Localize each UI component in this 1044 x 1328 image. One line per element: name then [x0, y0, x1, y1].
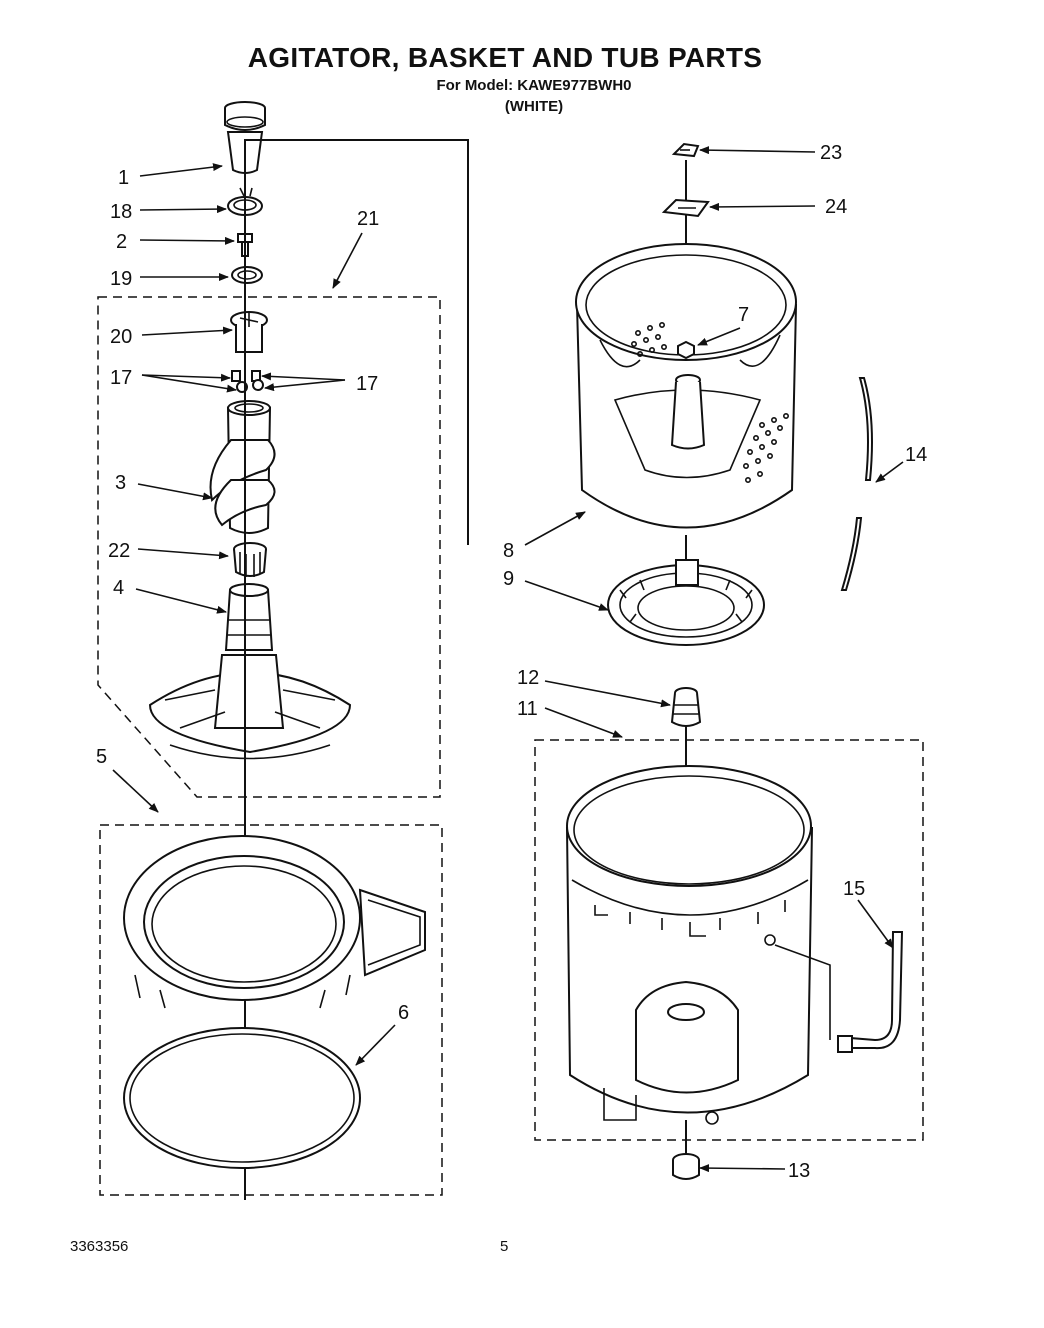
tub-ring-boundary [99, 824, 443, 1196]
part-11-outer-tub[interactable] [565, 765, 814, 1125]
callout-17-right: 17 [356, 373, 378, 395]
callout-1: 1 [118, 167, 129, 189]
callout-4: 4 [113, 577, 124, 599]
part-19-washer[interactable] [231, 266, 263, 284]
page-title: AGITATOR, BASKET AND TUB PARTS [247, 42, 763, 73]
right-callouts: 23 24 7 14 8 9 12 11 15 13 [503, 142, 927, 1182]
callout-23: 23 [820, 142, 842, 164]
callout-12: 12 [517, 667, 539, 689]
callout-11: 11 [517, 698, 538, 720]
part-3-agitator-barrel[interactable] [209, 400, 276, 534]
callout-5: 5 [96, 746, 107, 768]
callout-13: 13 [788, 1160, 810, 1182]
part-12-bearing[interactable] [670, 687, 702, 727]
part-13-nut[interactable] [672, 1153, 700, 1180]
part-1-dispenser-cup[interactable] [224, 101, 266, 174]
callout-9: 9 [503, 568, 514, 590]
part-24-retainer[interactable] [661, 198, 710, 218]
callout-7: 7 [738, 304, 749, 326]
document-number: 3363356 [70, 1238, 129, 1255]
callout-15: 15 [843, 878, 865, 900]
callout-14: 14 [905, 444, 927, 466]
callout-3: 3 [115, 472, 126, 494]
part-22-drive-bell[interactable] [233, 542, 267, 577]
callout-8: 8 [503, 540, 514, 562]
callout-21: 21 [357, 208, 379, 230]
model-line: For Model: KAWE977BWH0 [436, 77, 632, 94]
callout-24: 24 [825, 196, 847, 218]
part-17-dogs[interactable] [231, 370, 264, 393]
callout-6: 6 [398, 1002, 409, 1024]
part-4-agitator-base[interactable] [148, 583, 352, 760]
agitator-assembly-boundary [97, 296, 441, 798]
part-5-tub-ring[interactable] [123, 835, 426, 1009]
part-9-hub[interactable] [607, 559, 765, 646]
color-line: (WHITE) [504, 98, 564, 115]
part-23-clip[interactable] [671, 142, 700, 158]
part-20-cam[interactable] [230, 311, 268, 353]
part-8-basket[interactable] [575, 243, 798, 529]
part-6-seal-ring[interactable] [123, 1027, 361, 1169]
callout-17-left: 17 [110, 367, 132, 389]
callout-20: 20 [110, 326, 132, 348]
callout-18: 18 [110, 201, 132, 223]
page-number: 5 [500, 1238, 509, 1255]
callout-22: 22 [108, 540, 130, 562]
part-14-hose[interactable] [840, 377, 873, 591]
callout-19: 19 [110, 268, 132, 290]
part-15-drain-hose[interactable] [774, 931, 904, 1053]
callout-2: 2 [116, 231, 127, 253]
left-callouts: 1 18 2 19 21 20 17 17 3 22 4 5 6 [96, 163, 409, 1066]
tub-assembly-boundary [534, 739, 924, 1141]
